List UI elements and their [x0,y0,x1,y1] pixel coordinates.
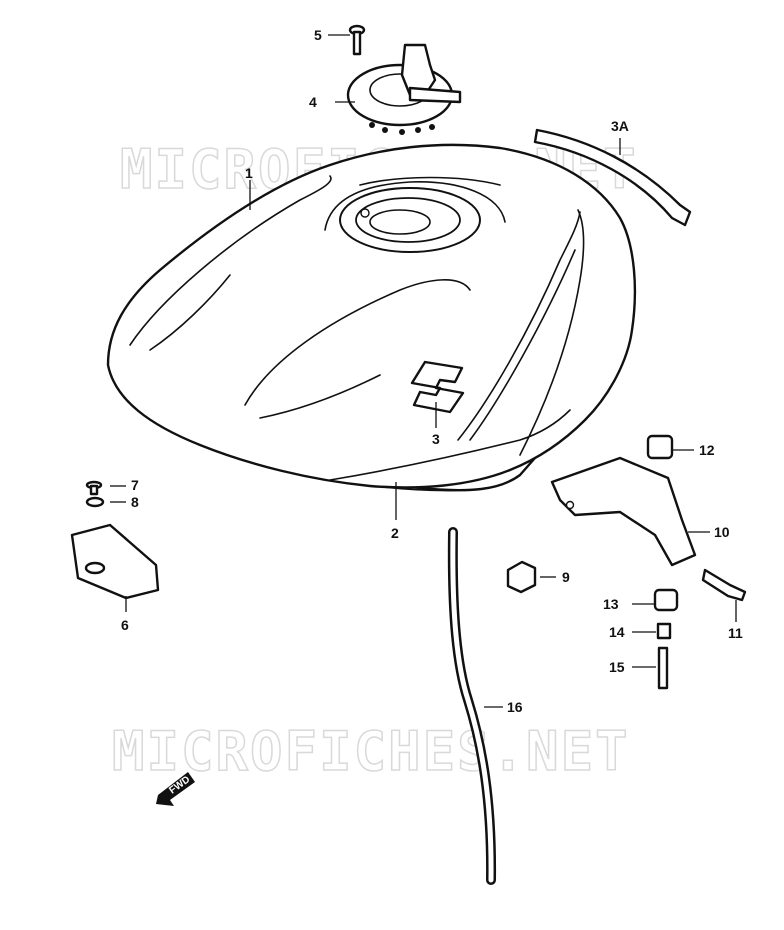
callout-2: 2 [391,525,399,541]
callout-4: 4 [309,94,317,110]
screw-part-5[interactable] [348,24,366,56]
bracket-part-10[interactable] [550,456,697,567]
callout-10: 10 [714,524,730,540]
damper-part-6[interactable] [70,523,160,600]
strip-part-3A[interactable] [533,128,692,227]
callout-13: 13 [603,596,619,612]
bolt-part-15[interactable] [657,646,669,690]
callout-1: 1 [245,165,253,181]
washer-part-8[interactable] [85,496,105,508]
callout-6: 6 [121,617,129,633]
fuel-cap-part-4[interactable] [346,43,462,135]
cushion-part-9[interactable] [506,560,537,594]
callout-7: 7 [131,477,139,493]
watermark-bottom: MICROFICHES.NET [112,720,630,783]
callout-9: 9 [562,569,570,585]
nut-part-12[interactable] [646,434,674,460]
callout-15: 15 [609,659,625,675]
callout-3: 3 [432,431,440,447]
collar-part-14[interactable] [656,622,672,640]
callout-12: 12 [699,442,715,458]
grommet-part-13[interactable] [653,588,679,612]
hose-part-16[interactable] [447,527,497,885]
callout-3A: 3A [611,118,629,134]
bolt-part-11[interactable] [701,568,747,602]
screw-part-7[interactable] [85,480,103,496]
fuel-tank-part-1[interactable] [106,143,637,489]
callout-8: 8 [131,494,139,510]
leader-lines [110,34,737,708]
callout-11: 11 [728,625,743,641]
callout-14: 14 [609,624,625,640]
callout-16: 16 [507,699,523,715]
callout-5: 5 [314,27,322,43]
emblem-part-3[interactable] [410,360,465,414]
